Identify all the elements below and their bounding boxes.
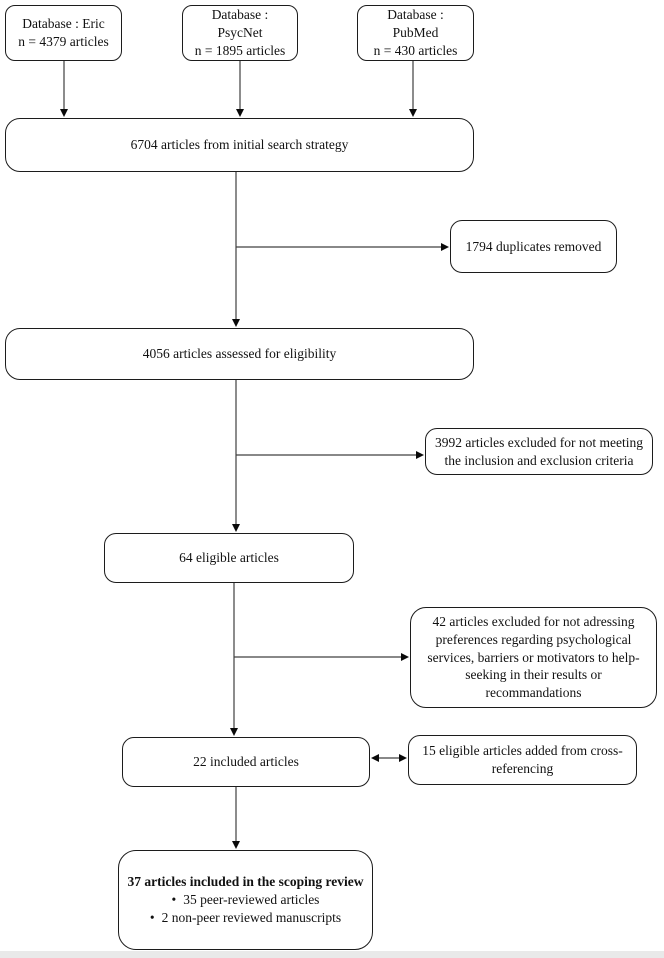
- duplicates-removed-label: 1794 duplicates removed: [465, 238, 602, 254]
- arrow-psycnet-to-initial: [236, 61, 244, 117]
- excluded-scope-box: 42 articles excluded for not adressing p…: [410, 607, 657, 708]
- final-bullet-peer-reviewed: • 35 peer-reviewed articles: [172, 891, 320, 909]
- final-bullet-non-peer-text: 2 non-peer reviewed manuscripts: [161, 909, 342, 925]
- arrow-branch-excluded-criteria: [236, 451, 424, 459]
- excluded-scope-label: 42 articles excluded for not adressing p…: [427, 613, 640, 701]
- excluded-criteria-box: 3992 articles excluded for not meeting t…: [425, 428, 653, 475]
- page-edge-strip: [0, 951, 664, 958]
- database-pubmed-count: n = 430 articles: [373, 42, 458, 58]
- database-eric-count: n = 4379 articles: [18, 34, 109, 49]
- arrow-branch-duplicates: [236, 243, 449, 251]
- arrow-branch-excluded-scope: [234, 653, 409, 661]
- bullet-icon: •: [171, 892, 177, 908]
- final-included-title: 37 articles included in the scoping revi…: [127, 874, 364, 890]
- arrow-eligible-to-included: [230, 583, 238, 736]
- arrow-pubmed-to-initial: [409, 61, 417, 117]
- initial-search-label: 6704 articles from initial search strate…: [130, 137, 349, 153]
- database-eric-label: Database : Eric: [22, 16, 105, 32]
- arrow-assessed-to-eligible: [232, 380, 240, 532]
- database-eric-box: Database : Eric n = 4379 articles: [5, 5, 122, 61]
- eligible-articles-box: 64 eligible articles: [104, 533, 354, 583]
- database-psycnet-label: Database : PsycNet: [211, 7, 269, 41]
- eligible-articles-label: 64 eligible articles: [179, 550, 279, 566]
- arrow-double-crossref: [371, 754, 407, 762]
- assessed-eligibility-label: 4056 articles assessed for eligibility: [142, 346, 337, 362]
- arrow-included-to-final: [232, 787, 240, 849]
- arrow-eric-to-initial: [60, 61, 68, 117]
- final-included-box: 37 articles included in the scoping revi…: [118, 850, 373, 950]
- included-articles-label: 22 included articles: [193, 754, 299, 770]
- duplicates-removed-box: 1794 duplicates removed: [450, 220, 617, 273]
- final-bullet-peer-reviewed-text: 35 peer-reviewed articles: [183, 892, 320, 908]
- assessed-eligibility-box: 4056 articles assessed for eligibility: [5, 328, 474, 380]
- arrow-initial-to-assessed: [232, 172, 240, 327]
- database-psycnet-box: Database : PsycNet n = 1895 articles: [182, 5, 298, 61]
- excluded-criteria-label: 3992 articles excluded for not meeting t…: [434, 434, 644, 468]
- cross-referencing-box: 15 eligible articles added from cross-re…: [408, 735, 637, 785]
- database-pubmed-box: Database : PubMed n = 430 articles: [357, 5, 474, 61]
- database-psycnet-count: n = 1895 articles: [194, 42, 286, 58]
- cross-referencing-label: 15 eligible articles added from cross-re…: [422, 743, 623, 776]
- final-bullet-non-peer: • 2 non-peer reviewed manuscripts: [150, 909, 341, 927]
- included-articles-box: 22 included articles: [122, 737, 370, 787]
- bullet-icon: •: [149, 909, 155, 925]
- initial-search-box: 6704 articles from initial search strate…: [5, 118, 474, 172]
- database-pubmed-label: Database : PubMed: [387, 7, 444, 41]
